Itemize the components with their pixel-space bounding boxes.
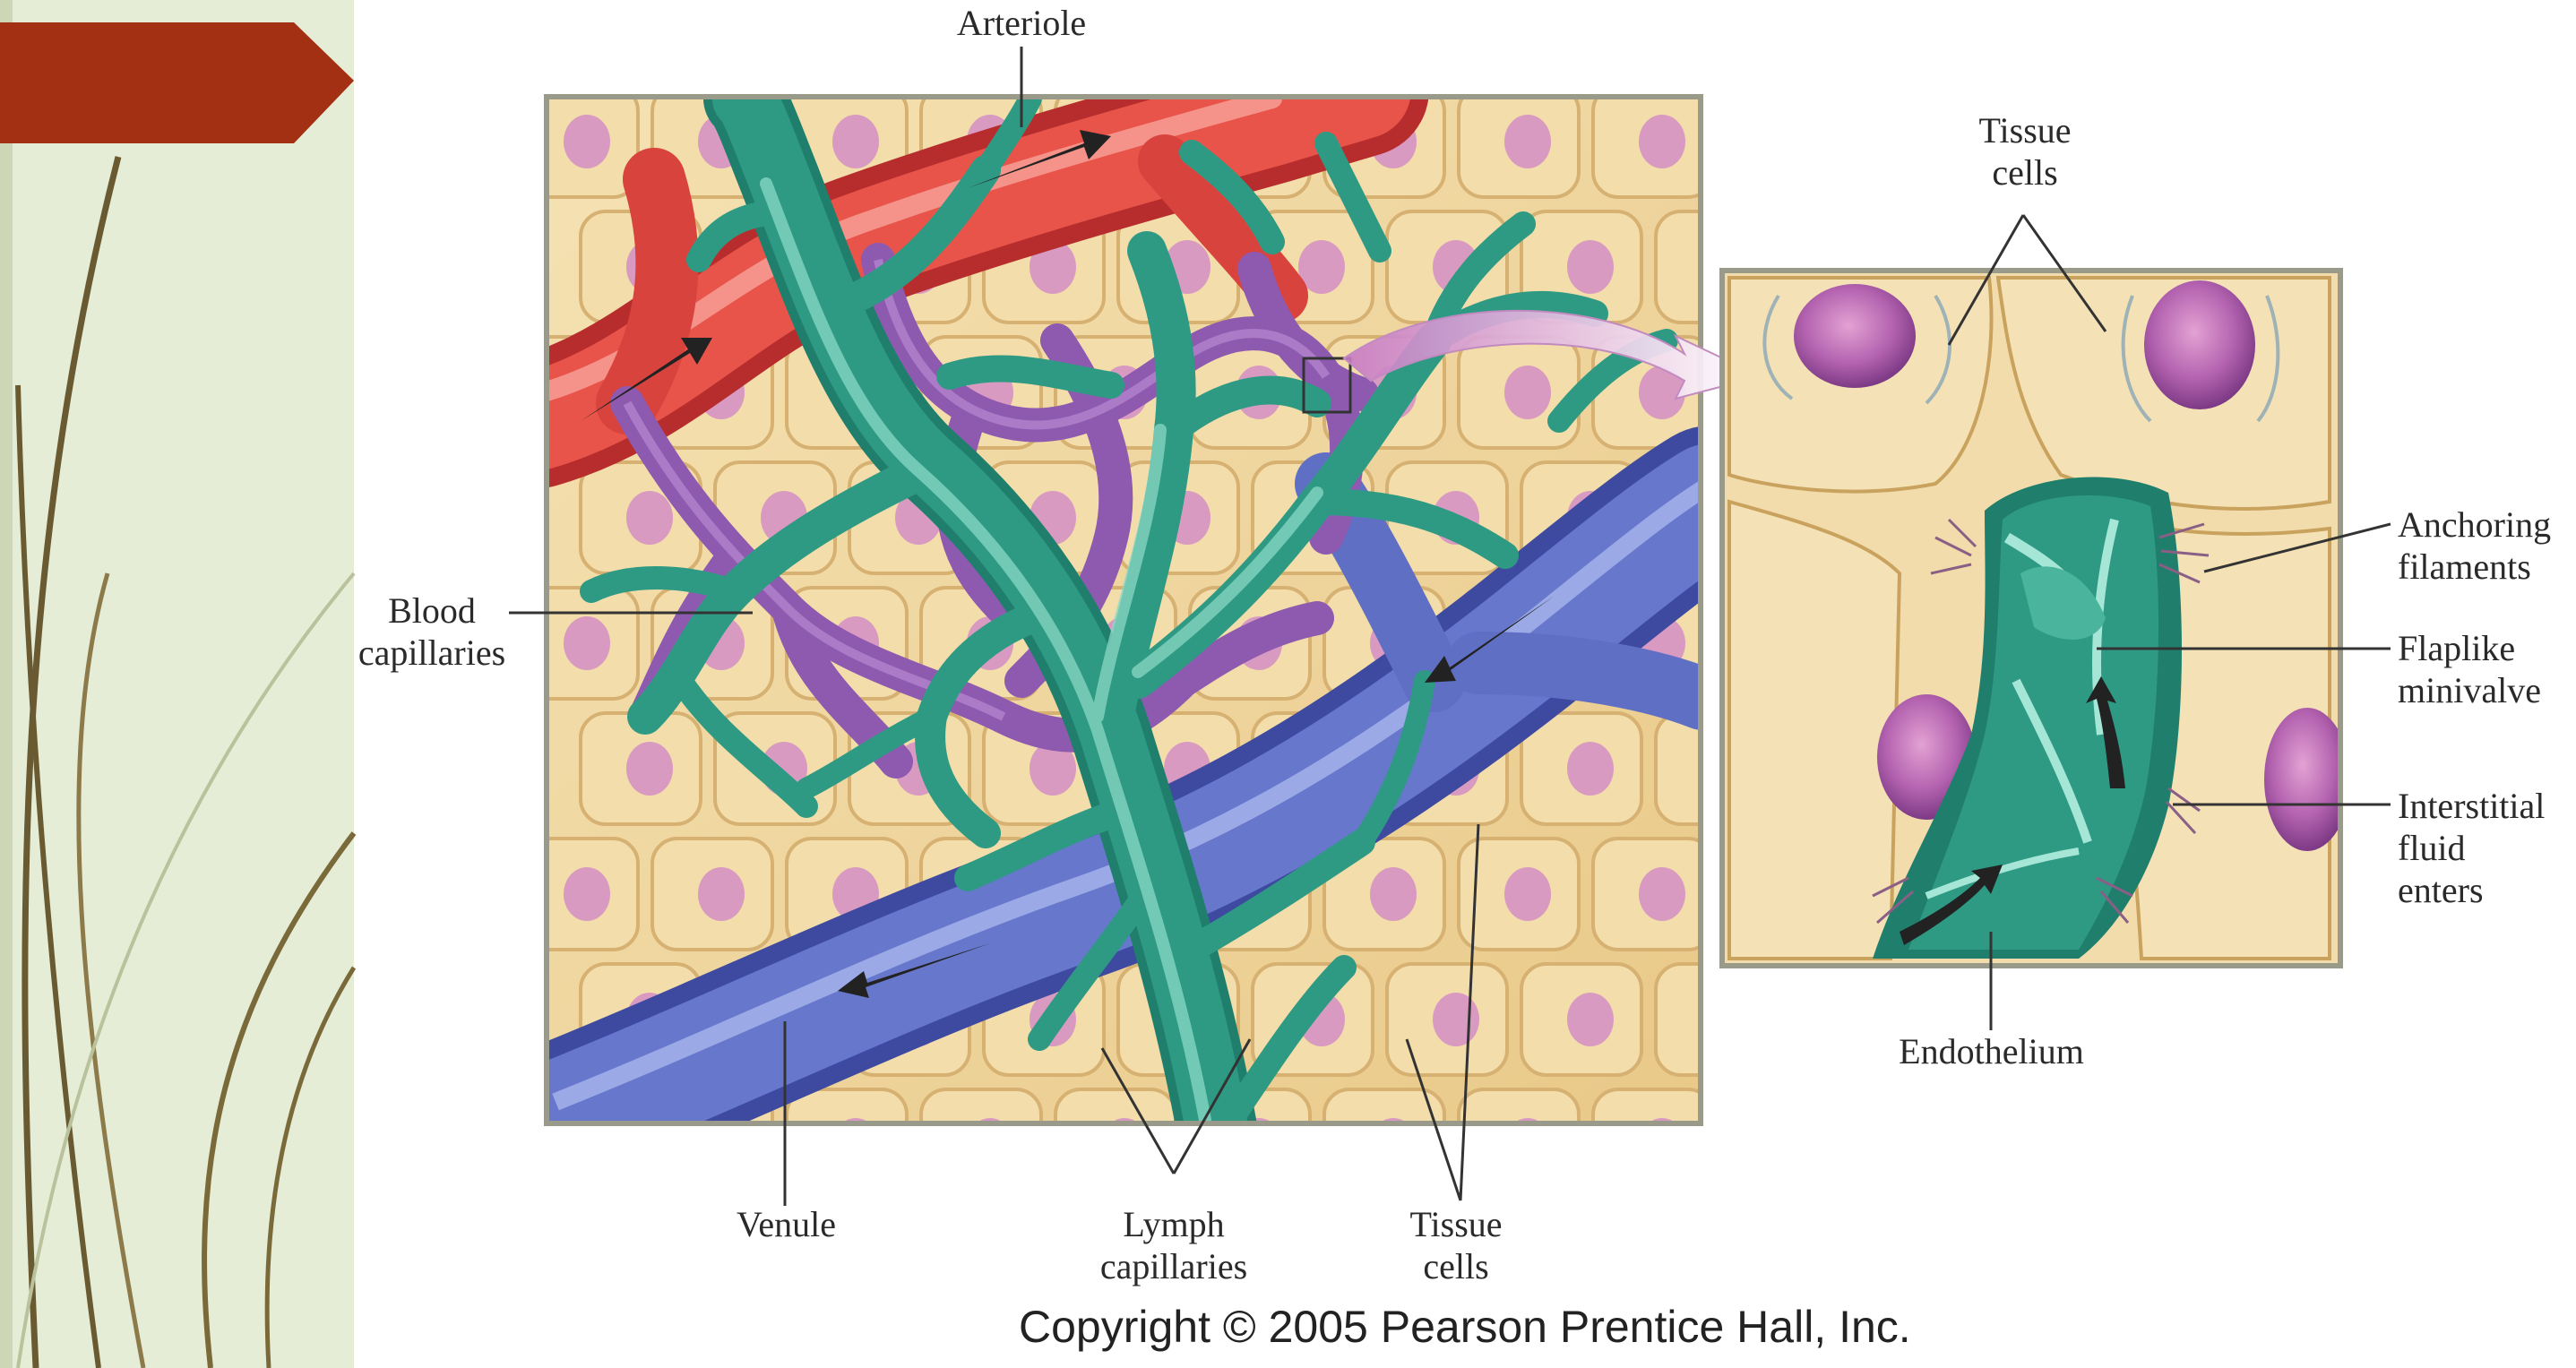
tissue-cell: [1322, 1088, 1446, 1123]
venule-vessel: [547, 426, 1701, 1123]
slide-left-panel: [0, 0, 357, 1368]
tissue-cell-nucleus: [1567, 993, 1614, 1046]
fluid-inflow-arrows: [1900, 676, 2125, 945]
tissue-cell-nucleus: [1030, 240, 1076, 294]
anchoring-filaments: [1872, 518, 2210, 925]
tissue-cell-nucleus: [1702, 993, 1748, 1046]
tissue-cell-nucleus: [564, 115, 610, 168]
tissue-cell-nucleus: [626, 742, 673, 796]
capillary-bed-panel: [544, 86, 1848, 1200]
tissue-cell: [1727, 86, 1848, 197]
tissue-cell: [1727, 1089, 1848, 1200]
arteriole-vessel: [547, 97, 1428, 487]
tissue-cell-nucleus: [1504, 115, 1551, 168]
tissue-cell-nucleus: [564, 867, 610, 921]
title-tab-shape: [0, 22, 354, 143]
tissue-cell-nucleus: [1567, 742, 1614, 796]
tissue-cell-nucleus: [564, 616, 610, 670]
tissue-cell-nucleus: [1504, 366, 1551, 419]
tissue-cell-nucleus: [1298, 240, 1345, 294]
tissue-cell: [1591, 1088, 1701, 1123]
closeup-nucleus: [2144, 280, 2255, 409]
tissue-cell-nucleus: [1773, 115, 1820, 168]
closeup-lymph-capillary: [1873, 477, 2182, 959]
tissue-cell-nucleus: [1567, 240, 1614, 294]
tissue-cell-nucleus: [1773, 1118, 1820, 1172]
tissue-cell-nucleus: [626, 491, 673, 545]
tissue-cell: [919, 1088, 1043, 1123]
leader-lines: [509, 47, 2391, 1206]
tissue-cell-nucleus: [1370, 867, 1417, 921]
label-tissue-cells-bottom: Tissue cells: [1409, 1204, 1503, 1286]
closeup-nucleus: [1794, 284, 1916, 388]
flow-arrows: [581, 130, 1555, 998]
label-blood-capillaries: Blood capillaries: [358, 590, 506, 673]
tissue-cell-nucleus: [698, 867, 745, 921]
tissue-cell-nucleus: [1639, 366, 1685, 419]
tissue-cell: [1054, 1088, 1177, 1123]
tissue-cell-nucleus: [1504, 867, 1551, 921]
closeup-nucleus: [2264, 708, 2340, 851]
label-arteriole: Arteriole: [956, 3, 1087, 43]
label-interstitial-fluid-enters: Interstitial fluid enters: [2398, 786, 2546, 910]
label-endothelium: Endothelium: [1899, 1031, 2084, 1071]
tissue-cell: [785, 1088, 909, 1123]
tissue-cell: [1457, 1088, 1581, 1123]
label-flaplike-minivalve: Flaplike minivalve: [2398, 628, 2541, 710]
copyright-notice: Copyright © 2005 Pearson Prentice Hall, …: [1019, 1302, 1911, 1352]
tissue-cell-nucleus: [1639, 867, 1685, 921]
label-lymph-capillaries: Lymph capillaries: [1099, 1204, 1248, 1286]
zoom-region-box: [1302, 357, 1352, 414]
tissue-cell: [1654, 962, 1701, 1077]
tissue-cell: [1654, 711, 1701, 826]
lymph-capillary-closeup-panel: [1719, 268, 2343, 968]
tissue-cell-nucleus: [1030, 742, 1076, 796]
tissue-cell-nucleus: [832, 115, 879, 168]
label-venule: Venule: [736, 1204, 837, 1244]
tissue-cell: [1654, 210, 1701, 324]
label-anchoring-filaments: Anchoring filaments: [2398, 504, 2552, 587]
tissue-cell-nucleus: [1433, 993, 1479, 1046]
label-tissue-cells-top: Tissue cells: [1978, 110, 2072, 193]
tissue-cell-nucleus: [1639, 115, 1685, 168]
